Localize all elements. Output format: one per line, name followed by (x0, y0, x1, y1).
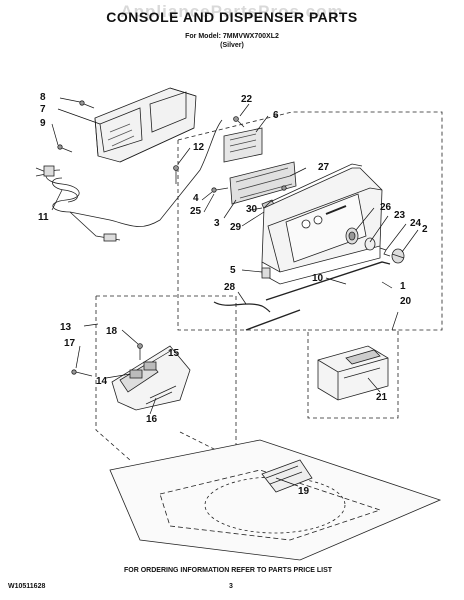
wire-harness (35, 119, 223, 242)
callout-23: 23 (394, 210, 406, 221)
callout-8: 8 (40, 92, 46, 103)
callout-2: 2 (422, 224, 428, 235)
mounting-bracket (71, 343, 191, 411)
callout-29: 29 (230, 222, 242, 233)
dispenser-drawer (317, 345, 389, 401)
callout-5: 5 (230, 265, 236, 276)
cabinet-top (109, 439, 442, 561)
callout-15: 15 (168, 348, 180, 359)
end-cap-rod (245, 261, 391, 331)
screw-9 (57, 144, 73, 153)
rear-console-panel (94, 87, 197, 163)
callout-30: 30 (246, 204, 258, 215)
callout-10: 10 (312, 273, 324, 284)
console-group-box (177, 111, 443, 331)
callout-26: 26 (380, 202, 392, 213)
doc-number: W10511628 (8, 583, 46, 590)
interface-board (211, 161, 297, 205)
screw-8 (79, 100, 95, 109)
diagram-title: CONSOLE AND DISPENSER PARTS (106, 9, 358, 25)
dispenser-group-box (307, 329, 399, 419)
knob-23 (364, 237, 376, 251)
leader-lines (51, 97, 419, 487)
callout-24: 24 (410, 218, 422, 229)
ordering-note: FOR ORDERING INFORMATION REFER TO PARTS … (124, 567, 333, 574)
callout-21: 21 (376, 392, 388, 403)
callout-6: 6 (273, 110, 279, 121)
callout-12: 12 (193, 142, 205, 153)
model-line: For Model: 7MMVWX700XL2 (185, 33, 279, 40)
callout-1: 1 (400, 281, 406, 292)
wire-28 (213, 301, 271, 313)
callout-28: 28 (224, 282, 236, 293)
callout-16: 16 (146, 414, 158, 425)
control-board (223, 116, 263, 163)
callout-9: 9 (40, 118, 46, 129)
callout-20: 20 (400, 296, 412, 307)
callout-14: 14 (96, 376, 108, 387)
callout-18: 18 (106, 326, 118, 337)
callout-19: 19 (298, 486, 310, 497)
console-body (261, 163, 383, 285)
callout-25: 25 (190, 206, 202, 217)
clip-5 (261, 267, 271, 279)
knob-2 (391, 248, 405, 264)
callout-11: 11 (38, 212, 49, 223)
callout-3: 3 (214, 218, 220, 229)
callout-22: 22 (241, 94, 253, 105)
color-line: (Silver) (220, 42, 244, 49)
screw-12 (173, 165, 179, 184)
callout-7: 7 (40, 104, 46, 115)
callout-labels: 8 7 9 11 12 22 6 27 4 25 3 30 29 26 23 2… (38, 92, 428, 497)
callout-17: 17 (64, 338, 76, 349)
spring-24 (379, 247, 391, 257)
watermark: AppliancePartsPros.com (120, 2, 344, 21)
page-number: 3 (229, 583, 233, 590)
callout-27: 27 (318, 162, 330, 173)
callout-4: 4 (193, 193, 199, 204)
knob-26 (345, 227, 359, 245)
callout-13: 13 (60, 322, 72, 333)
